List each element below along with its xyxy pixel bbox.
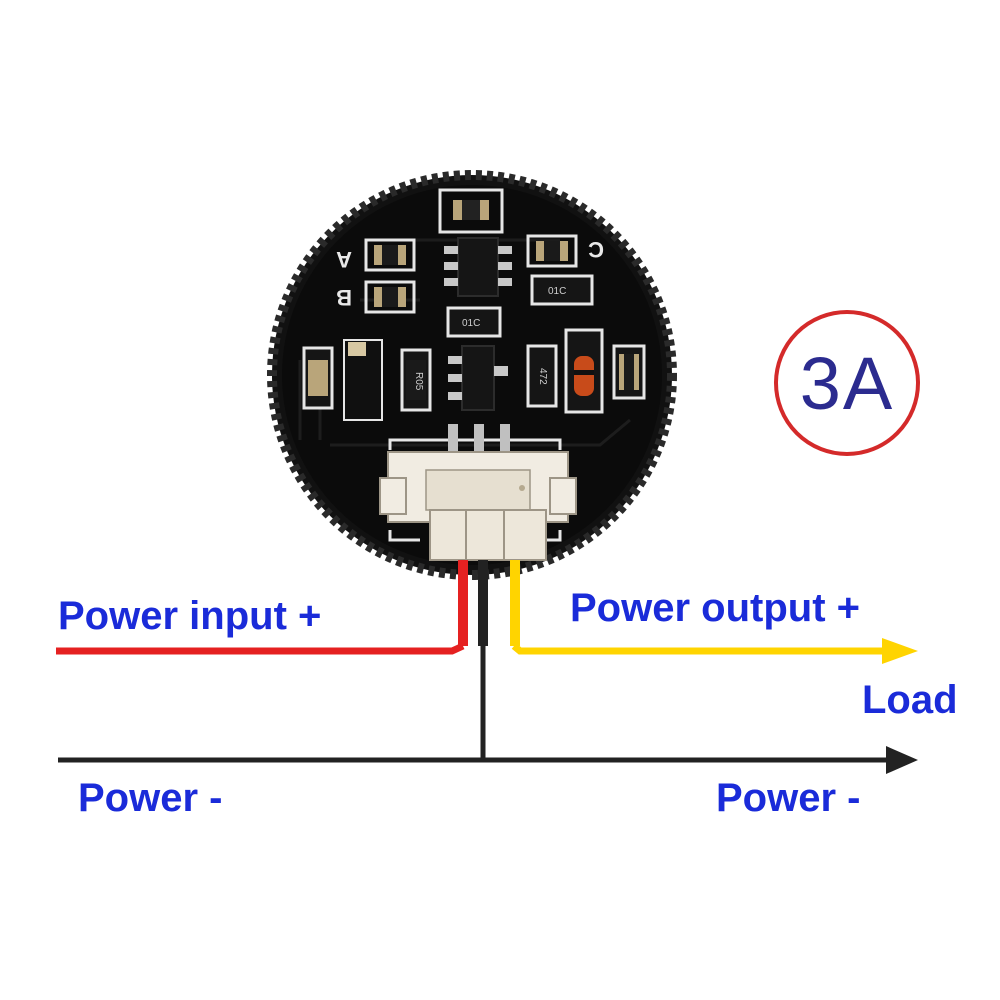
- jst-connector: [379, 424, 577, 561]
- marking-472: 472: [537, 368, 548, 385]
- power-output-label: Power output +: [570, 586, 860, 630]
- silkscreen-b: B: [336, 285, 352, 310]
- power-output-line: [511, 643, 888, 655]
- power-negative-right-label: Power -: [716, 776, 861, 820]
- marking-01c-right: 01C: [548, 286, 566, 297]
- power-negative-arrow: [886, 746, 918, 774]
- power-output-arrow: [882, 638, 918, 664]
- power-input-line: [56, 642, 465, 655]
- marking-01c-middle: 01C: [462, 318, 480, 329]
- red-wire-stub: [458, 560, 468, 646]
- silkscreen-c: C: [588, 237, 604, 262]
- load-label: Load: [862, 678, 958, 722]
- pad-outline: [438, 188, 504, 234]
- current-rating-badge: 3A: [774, 310, 920, 456]
- yellow-wire-stub: [510, 560, 520, 646]
- current-rating-text: 3A: [799, 341, 895, 425]
- marking-r05: R05: [413, 372, 424, 391]
- ic-chip-top: [457, 237, 499, 297]
- zener-diode: [574, 356, 594, 396]
- power-input-label: Power input +: [58, 594, 322, 638]
- ic-chip-middle: [461, 345, 495, 411]
- silkscreen-a: A: [336, 247, 352, 272]
- black-wire-stub: [478, 560, 488, 646]
- power-negative-left-label: Power -: [78, 776, 223, 820]
